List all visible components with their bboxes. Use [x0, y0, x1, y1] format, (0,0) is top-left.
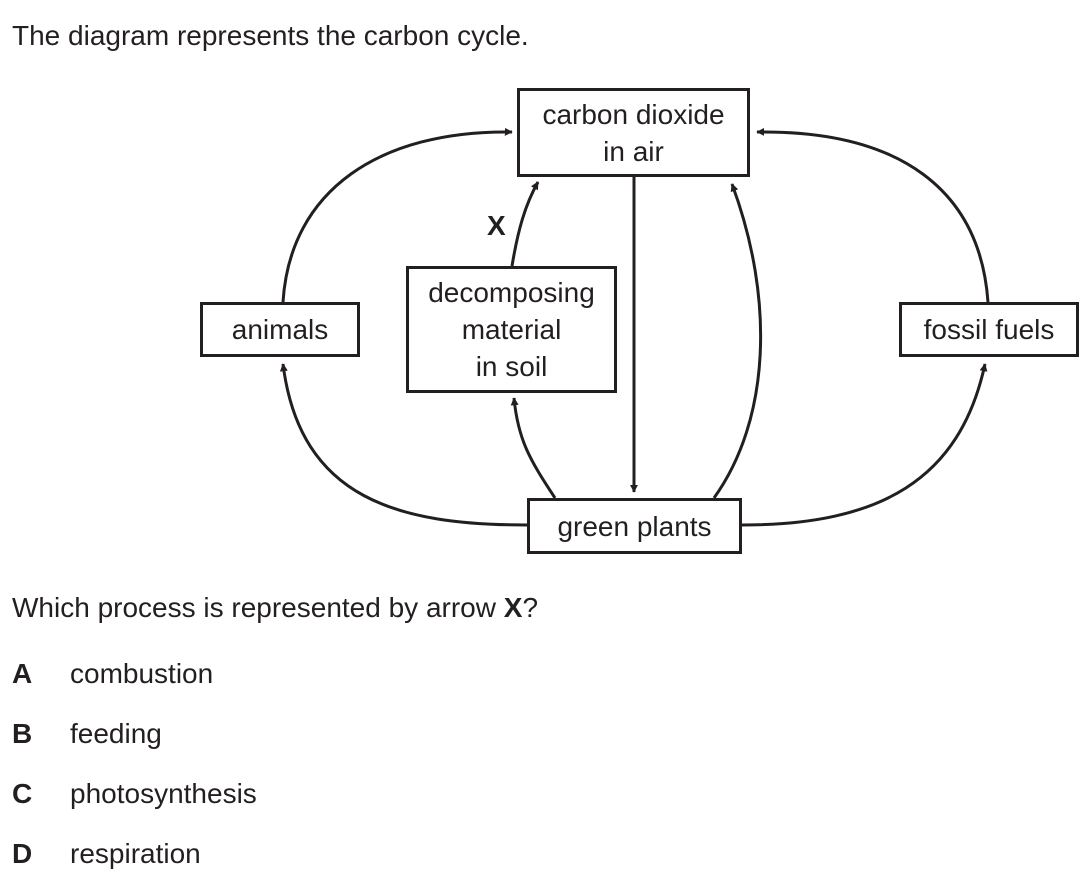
option-text: combustion — [70, 658, 214, 689]
arrow-plants-to-co2 — [712, 183, 763, 499]
option-letter: B — [12, 718, 33, 749]
arrow-plants-to-fossil — [741, 363, 988, 527]
arrow-plants-to-decomposing — [510, 397, 557, 499]
option-text: feeding — [70, 718, 162, 749]
option-letter: D — [12, 838, 33, 869]
option-letter: C — [12, 778, 33, 809]
node-green-plants: green plants — [527, 498, 742, 554]
question-text-after: ? — [522, 592, 539, 623]
option-a[interactable]: A combustion — [12, 656, 412, 692]
arrow-x-decomposing-to-co2 — [510, 181, 540, 267]
option-d[interactable]: D respiration — [12, 836, 412, 872]
arrow-animals-to-co2 — [281, 127, 513, 303]
question-text: Which process is represented by arrow X? — [12, 590, 538, 626]
option-text: photosynthesis — [70, 778, 257, 809]
question-highlight: X — [503, 592, 523, 623]
arrow-plants-to-animals — [279, 363, 528, 527]
node-carbon-dioxide: carbon dioxide in air — [517, 88, 750, 177]
intro-text: The diagram represents the carbon cycle. — [12, 20, 529, 51]
option-text: respiration — [70, 838, 201, 869]
arrow-fossil-to-co2 — [756, 127, 990, 303]
option-b[interactable]: B feeding — [12, 716, 412, 752]
node-fossil-fuels: fossil fuels — [899, 302, 1079, 357]
node-animals: animals — [200, 302, 360, 357]
option-c[interactable]: C photosynthesis — [12, 776, 412, 812]
arrow-x-label: X — [487, 210, 506, 241]
node-decomposing-material: decomposing material in soil — [406, 266, 617, 393]
question-text-before: Which process is represented by arrow — [12, 592, 504, 623]
option-letter: A — [12, 658, 33, 689]
